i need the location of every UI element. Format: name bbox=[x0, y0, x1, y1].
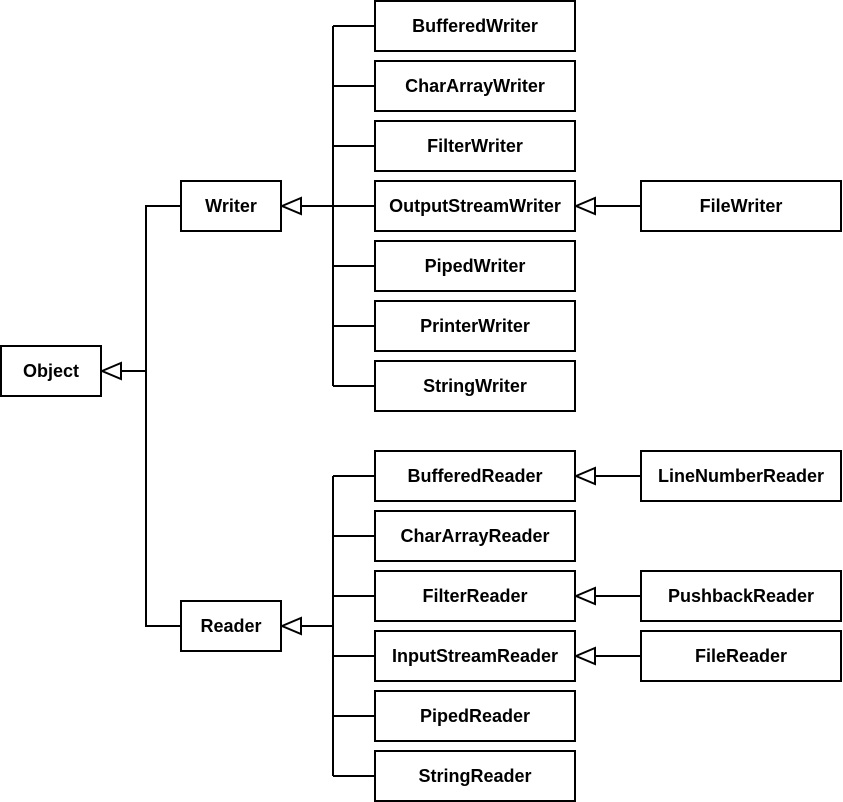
edge-reader-object bbox=[145, 371, 181, 627]
arrowhead-inputstreamreader bbox=[573, 646, 596, 666]
node-pipedwriter[interactable]: PipedWriter bbox=[374, 240, 576, 292]
node-bufferedwriter[interactable]: BufferedWriter bbox=[374, 0, 576, 52]
node-filterwriter-label: FilterWriter bbox=[427, 136, 523, 156]
node-pipedreader[interactable]: PipedReader bbox=[374, 690, 576, 742]
edge-writer-object bbox=[121, 205, 181, 372]
node-linenumberreader-label: LineNumberReader bbox=[658, 466, 824, 486]
node-bufferedreader[interactable]: BufferedReader bbox=[374, 450, 576, 502]
node-outputstreamwriter[interactable]: OutputStreamWriter bbox=[374, 180, 576, 232]
node-stringreader[interactable]: StringReader bbox=[374, 750, 576, 802]
arrowhead-object bbox=[99, 361, 122, 381]
node-writer[interactable]: Writer bbox=[180, 180, 282, 232]
node-bufferedwriter-label: BufferedWriter bbox=[412, 16, 538, 36]
node-reader-label: Reader bbox=[200, 616, 261, 636]
arrowhead-filterreader bbox=[573, 586, 596, 606]
arrowhead-writer bbox=[279, 196, 302, 216]
edges bbox=[99, 25, 641, 777]
node-pipedwriter-label: PipedWriter bbox=[425, 256, 526, 276]
node-chararrayreader[interactable]: CharArrayReader bbox=[374, 510, 576, 562]
node-printerwriter[interactable]: PrinterWriter bbox=[374, 300, 576, 352]
node-object-label: Object bbox=[23, 361, 79, 381]
arrowhead-bufferedreader bbox=[573, 466, 596, 486]
node-pushbackreader-label: PushbackReader bbox=[668, 586, 814, 606]
node-chararraywriter[interactable]: CharArrayWriter bbox=[374, 60, 576, 112]
node-outputstreamwriter-label: OutputStreamWriter bbox=[389, 196, 561, 216]
node-stringwriter-label: StringWriter bbox=[423, 376, 527, 396]
arrowhead-outputstreamwriter bbox=[573, 196, 596, 216]
node-bufferedreader-label: BufferedReader bbox=[407, 466, 542, 486]
node-printerwriter-label: PrinterWriter bbox=[420, 316, 530, 336]
node-stringwriter[interactable]: StringWriter bbox=[374, 360, 576, 412]
node-filewriter[interactable]: FileWriter bbox=[640, 180, 842, 232]
arrowhead-reader bbox=[279, 616, 302, 636]
node-filterreader-label: FilterReader bbox=[422, 586, 527, 606]
node-pushbackreader[interactable]: PushbackReader bbox=[640, 570, 842, 622]
node-object[interactable]: Object bbox=[0, 345, 102, 397]
node-chararrayreader-label: CharArrayReader bbox=[400, 526, 549, 546]
node-filterwriter[interactable]: FilterWriter bbox=[374, 120, 576, 172]
node-inputstreamreader-label: InputStreamReader bbox=[392, 646, 558, 666]
node-filereader-label: FileReader bbox=[695, 646, 787, 666]
node-filterreader[interactable]: FilterReader bbox=[374, 570, 576, 622]
node-stringreader-label: StringReader bbox=[418, 766, 531, 786]
node-linenumberreader[interactable]: LineNumberReader bbox=[640, 450, 842, 502]
node-pipedreader-label: PipedReader bbox=[420, 706, 530, 726]
node-writer-label: Writer bbox=[205, 196, 257, 216]
node-filereader[interactable]: FileReader bbox=[640, 630, 842, 682]
node-chararraywriter-label: CharArrayWriter bbox=[405, 76, 545, 96]
node-filewriter-label: FileWriter bbox=[700, 196, 783, 216]
node-reader[interactable]: Reader bbox=[180, 600, 282, 652]
node-inputstreamreader[interactable]: InputStreamReader bbox=[374, 630, 576, 682]
